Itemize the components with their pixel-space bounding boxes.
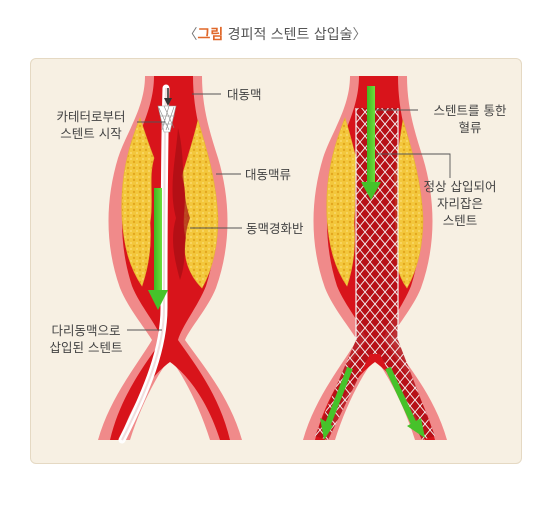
left-plaque-left xyxy=(121,117,155,287)
stent-illustration xyxy=(98,76,451,444)
right-vessel xyxy=(303,76,447,440)
label-aorta: 대동맥 xyxy=(227,87,262,102)
illustration-panel xyxy=(30,58,522,464)
left-thrombus xyxy=(172,128,190,280)
title-bracket-right: 〉 xyxy=(352,27,367,43)
label-flow-line1: 스텐트를 통한 xyxy=(433,103,507,118)
label-plaque: 동맥경화반 xyxy=(246,221,304,236)
title-text: 경피적 스텐트 삽입술 xyxy=(223,27,353,43)
label-catheter-start-line1: 카테터로부터 xyxy=(56,109,126,124)
label-catheter-start-line2: 스텐트 시작 xyxy=(60,126,122,141)
title-bracket-left: 〈 xyxy=(183,27,198,43)
label-catheter-start: 카테터로부터 스텐트 시작 xyxy=(41,108,141,142)
label-femoral-stent: 다리동맥으로 삽입된 스텐트 xyxy=(36,322,136,356)
label-placed-stent: 정상 삽입되어 자리잡은 스텐트 xyxy=(410,178,510,229)
title-accent: 그림 xyxy=(197,27,224,43)
label-placed-line2: 자리잡은 xyxy=(436,196,483,211)
label-aneurysm: 대동맥류 xyxy=(245,167,292,182)
figure-title: 〈그림 경피적 스텐트 삽입술〉 xyxy=(0,24,550,44)
label-flow-line2: 혈류 xyxy=(458,120,482,135)
right-flow-arrows xyxy=(320,86,425,440)
label-placed-line1: 정상 삽입되어 xyxy=(423,179,497,194)
label-femoral-stent-line1: 다리동맥으로 xyxy=(51,323,121,338)
stent-tip xyxy=(157,105,177,133)
left-flow-arrow xyxy=(148,88,172,310)
label-placed-line3: 스텐트 xyxy=(442,213,478,228)
label-flow-through-stent: 스텐트를 통한 혈류 xyxy=(420,102,520,136)
label-femoral-stent-line2: 삽입된 스텐트 xyxy=(49,340,123,355)
left-vessel xyxy=(98,76,242,444)
